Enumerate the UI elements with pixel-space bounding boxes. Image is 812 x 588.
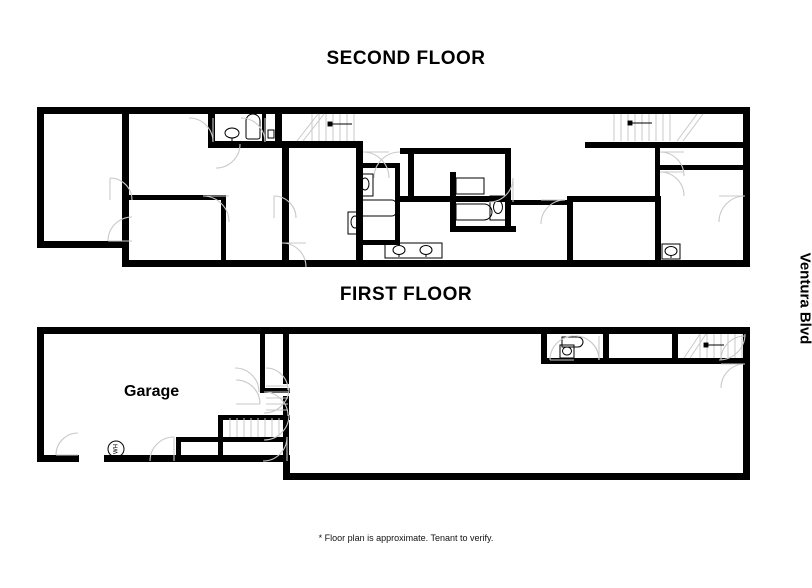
toilet-stall-right-center — [489, 195, 507, 221]
first-floor-fixtures — [559, 336, 584, 359]
double-sink-vanity — [384, 242, 443, 259]
second-floor-doors — [107, 117, 746, 268]
garage-room-label: Garage — [124, 383, 180, 400]
toilet-stall-first-floor — [559, 344, 575, 359]
water-heater-marker: WH — [107, 440, 125, 458]
first-floor-walls — [37, 327, 750, 480]
second-floor-walls — [37, 107, 750, 267]
tub-icon-first-floor — [561, 336, 584, 348]
first-floor-doors — [55, 333, 746, 462]
first-floor-title: FIRST FLOOR — [339, 284, 473, 305]
toilet-stall-far-right — [661, 243, 681, 260]
toilet-stall-left — [357, 173, 374, 197]
stair-upper-right — [613, 113, 704, 142]
water-heater-label: WH — [114, 444, 120, 454]
vanity-counter — [455, 177, 485, 195]
second-floor-stairs — [296, 113, 704, 142]
stair-right-first-floor — [683, 333, 743, 359]
bathtub-icon — [357, 199, 397, 217]
l-shaped-stair — [229, 385, 288, 437]
stair-upper-left — [296, 113, 355, 142]
tub-icon-right — [455, 203, 493, 221]
toilet-stall-right — [347, 211, 363, 235]
disclaimer-note: * Floor plan is approximate. Tenant to v… — [318, 533, 494, 543]
second-floor-title: SECOND FLOOR — [326, 48, 486, 69]
sink-icon — [224, 127, 240, 139]
second-floor-fixtures — [224, 113, 681, 260]
toilet-icon — [245, 113, 261, 140]
fixture-icon — [267, 129, 275, 139]
first-floor-stairs — [229, 333, 743, 437]
street-name-label: Ventura Blvd — [796, 252, 812, 345]
